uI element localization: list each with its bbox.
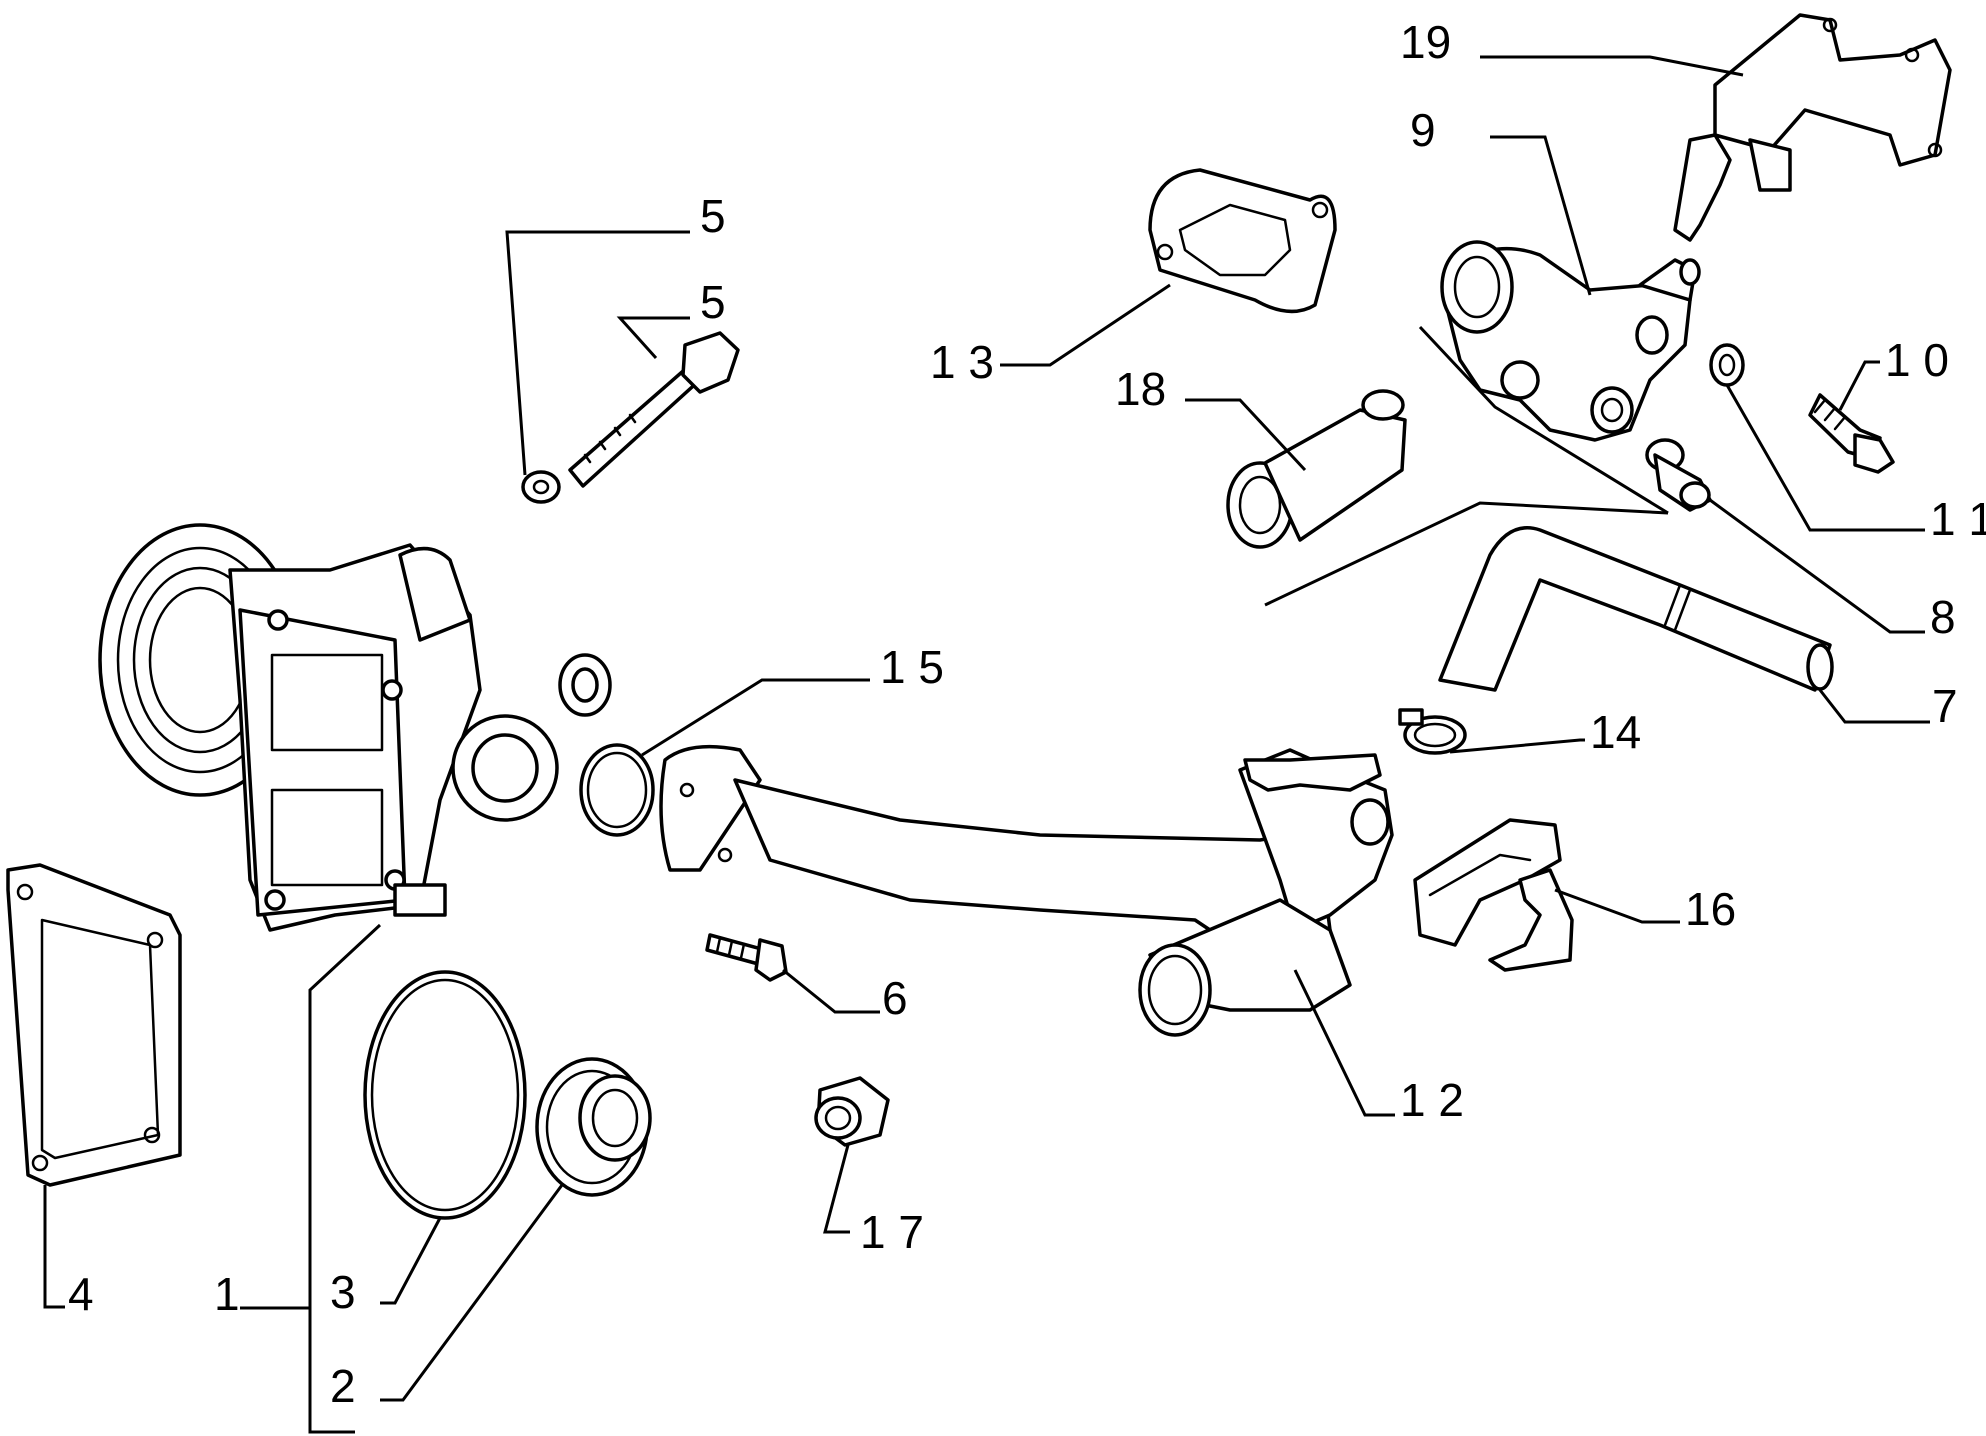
leader-4: [43, 1185, 65, 1309]
leader-lines: [43, 55, 1930, 1434]
leader-1: [240, 923, 382, 1434]
callout-9: 8: [1930, 591, 1956, 643]
leader-16: [1554, 888, 1680, 924]
callout-12: 1 2: [1400, 1074, 1464, 1126]
callout-6: 5: [700, 276, 726, 328]
leader-2: [380, 1184, 564, 1402]
callout-labels: 1 2 3 4 5 5 6 7 8 9 1 0 1 1 1 2 1 3 14 1…: [68, 16, 1986, 1412]
callout-2: 2: [330, 1360, 356, 1412]
pipe-bracket: [1413, 818, 1574, 972]
leader-14: [1449, 738, 1585, 754]
callout-1: 1: [214, 1268, 240, 1320]
pipe-o-ring: [579, 743, 655, 837]
callout-13: 1 3: [930, 336, 994, 388]
connector-line-a: [1418, 325, 1669, 515]
bolt-right: [1808, 393, 1895, 474]
leader-18: [1185, 398, 1307, 472]
pump-gasket: [6, 863, 182, 1187]
thermostat-housing: [1440, 240, 1701, 442]
water-pump: [98, 523, 612, 932]
coolant-pipe: [659, 744, 1394, 1037]
leader-5a: [505, 230, 690, 476]
callout-4: 4: [68, 1268, 94, 1320]
o-ring: [363, 970, 527, 1220]
plug-nut: [814, 1076, 890, 1147]
leader-12: [1293, 969, 1395, 1117]
hose-clamp: [1398, 708, 1467, 755]
leader-10: [1490, 135, 1592, 296]
thermostat-gasket: [1148, 168, 1337, 314]
callout-8: 7: [1932, 680, 1958, 732]
leader-19: [1480, 55, 1744, 77]
temp-sensor: [1645, 438, 1712, 512]
callout-5b: 1 1: [1930, 493, 1986, 545]
leader-13: [1000, 283, 1171, 367]
leader-3: [380, 1217, 442, 1305]
callout-18: 18: [1115, 363, 1166, 415]
callout-19: 19: [1400, 16, 1451, 68]
leader-17: [823, 1144, 850, 1234]
leader-11: [1838, 360, 1880, 411]
callout-3: 3: [330, 1266, 356, 1318]
elbow-fitting: [1226, 389, 1407, 549]
leader-6: [616, 316, 690, 360]
bolt-short: [705, 933, 788, 982]
callout-16: 16: [1685, 883, 1736, 935]
leader-5b: [1725, 384, 1925, 532]
mounting-bracket: [1673, 13, 1952, 242]
callout-17: 1 7: [860, 1206, 924, 1258]
callout-15: 1 5: [880, 641, 944, 693]
bolt-long: [521, 331, 740, 504]
leader-8: [1818, 689, 1930, 724]
callout-14: 14: [1590, 706, 1641, 758]
leader-9: [1709, 498, 1925, 634]
pump-seal: [535, 1057, 652, 1197]
callout-11: 1 0: [1885, 334, 1949, 386]
connector-line-b: [1264, 501, 1669, 607]
callout-7: 6: [882, 972, 908, 1024]
callout-5a: 5: [700, 190, 726, 242]
coolant-hose: [1438, 526, 1834, 692]
leader-7: [782, 968, 880, 1014]
callout-10: 9: [1410, 104, 1436, 156]
washer-right: [1709, 343, 1745, 387]
leader-15: [641, 678, 870, 757]
